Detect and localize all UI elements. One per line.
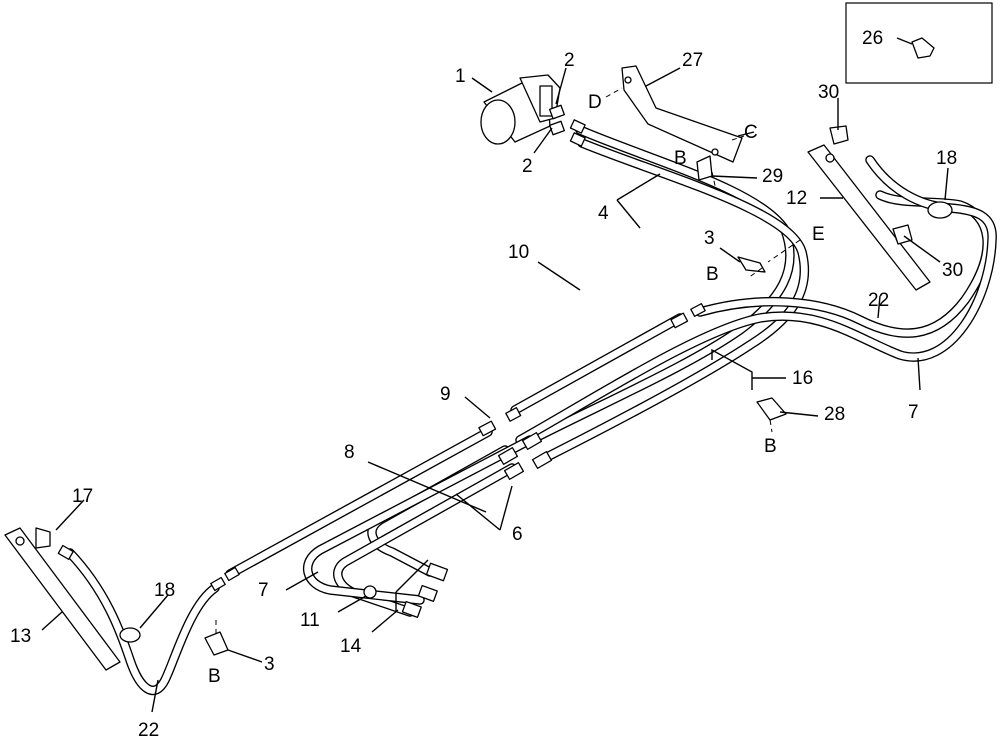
callout-8: 8 (344, 442, 355, 463)
clip-11 (363, 585, 377, 599)
callout-18-left: 18 (154, 580, 175, 601)
loop-clip-18-right (927, 201, 953, 219)
fitting-6 (497, 432, 553, 480)
callout-labels: 1 2 2 27 29 4 3 10 9 8 6 16 28 7 22 30 1… (10, 28, 963, 741)
callout-22-left: 22 (138, 720, 159, 741)
callout-17: 17 (72, 486, 93, 507)
hose-22-left (65, 548, 220, 696)
reference-letters: D C B E B B B (208, 92, 825, 687)
hose-7-left (302, 435, 535, 605)
elbow-fitting-17 (57, 544, 74, 560)
callout-1: 1 (455, 66, 466, 87)
callout-3-upper: 3 (704, 228, 715, 249)
callout-27: 27 (682, 50, 703, 71)
callout-18-right: 18 (936, 148, 957, 169)
ref-b-top: B (674, 148, 687, 169)
callout-22-right: 22 (868, 290, 889, 311)
callout-16: 16 (792, 368, 813, 389)
callout-2-lower: 2 (522, 156, 533, 177)
callout-7-right: 7 (908, 402, 919, 423)
mounting-bracket (621, 65, 743, 163)
leader-lines (41, 67, 949, 713)
clip-29 (696, 155, 713, 181)
fitting-2 (549, 104, 586, 147)
hose-group (65, 125, 997, 696)
reference-lines (215, 87, 801, 634)
fitting-10-end (670, 303, 706, 329)
callout-13: 13 (10, 626, 31, 647)
ref-b-right: B (764, 436, 777, 457)
callout-4: 4 (598, 203, 609, 224)
callout-10: 10 (508, 242, 529, 263)
ref-b-left: B (208, 666, 221, 687)
callout-30-upper: 30 (818, 82, 839, 103)
support-bracket-16 (711, 348, 753, 390)
callout-9: 9 (440, 384, 451, 405)
cylinder-13 (4, 527, 121, 671)
bracket-14 (395, 559, 449, 619)
callout-26: 26 (862, 28, 883, 49)
ref-e: E (812, 224, 825, 245)
fitting-8-end (210, 566, 240, 592)
callout-6: 6 (512, 524, 523, 545)
coupler-9 (478, 407, 522, 437)
ref-c: C (744, 122, 758, 143)
callout-30-lower: 30 (942, 260, 963, 281)
hose-10 (510, 313, 685, 415)
callout-28: 28 (824, 404, 845, 425)
callout-2-upper: 2 (564, 50, 575, 71)
callout-12: 12 (786, 188, 807, 209)
ref-b-mid: B (706, 264, 719, 285)
hose-4-upper (530, 125, 795, 443)
callout-11: 11 (300, 610, 320, 631)
clamp-3-upper (737, 256, 766, 273)
callout-29: 29 (762, 166, 783, 187)
hose-8 (225, 427, 493, 579)
cylinder-12 (807, 125, 931, 291)
ref-d: D (588, 92, 602, 113)
callout-7-left: 7 (258, 580, 269, 601)
inset-box-26 (845, 2, 993, 84)
callout-14: 14 (340, 636, 362, 657)
clamp-3-lower (204, 631, 229, 656)
bracket-28 (756, 397, 787, 421)
callout-3-lower: 3 (264, 654, 275, 675)
loop-clip-18-left (119, 627, 141, 643)
